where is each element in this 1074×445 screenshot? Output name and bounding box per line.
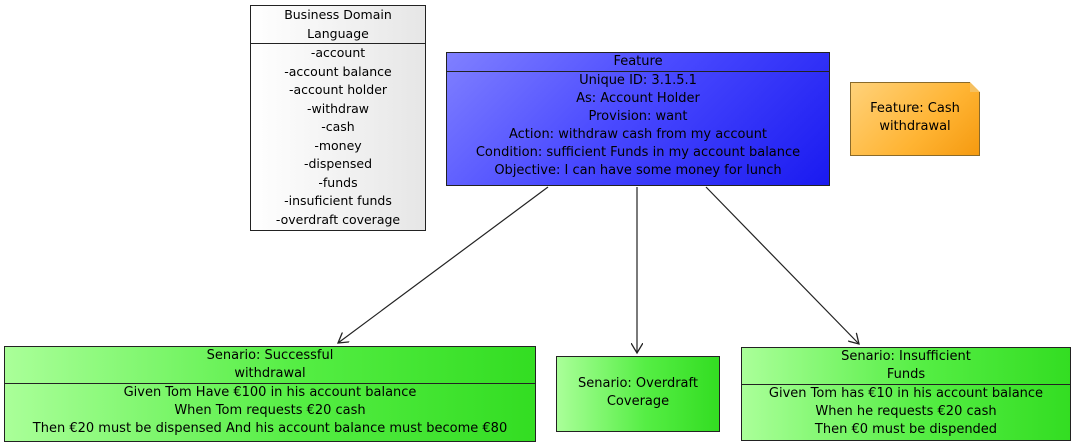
domain-language-box: Business Domain Language -account -accou…: [250, 5, 426, 231]
scenario-insufficient-step: Then €0 must be dispended: [814, 422, 998, 437]
scenario-successful-step: When Tom requests €20 cash: [174, 403, 366, 418]
feature-divider: [447, 71, 829, 72]
domain-term: -account balance: [284, 63, 392, 79]
scenario-overdraft-line: Coverage: [606, 394, 670, 409]
feature-line: Unique ID: 3.1.5.1: [579, 73, 697, 88]
scenario-successful-title-1: Senario: Successful: [206, 348, 334, 363]
domain-language-title-2: Language: [307, 25, 369, 41]
domain-term: -insuficient funds: [284, 193, 392, 208]
domain-term: -cash: [321, 119, 355, 134]
scenario-insufficient-divider: [742, 384, 1070, 385]
note-line: withdrawal: [879, 119, 951, 134]
domain-term: -account holder: [288, 82, 388, 97]
feature-line: Action: withdraw cash from my account: [508, 127, 768, 142]
scenario-insufficient-title-2: Funds: [886, 367, 926, 382]
scenario-successful-divider: [5, 383, 535, 384]
domain-term: -account: [310, 45, 366, 60]
domain-language-title-1: Business Domain: [284, 7, 392, 22]
scenario-insufficient-step: When he requests €20 cash: [815, 404, 997, 419]
edge-feature-to-successful: [338, 186, 549, 343]
feature-title: Feature: [613, 54, 663, 69]
domain-term: -money: [314, 137, 362, 153]
domain-term: -funds: [318, 174, 358, 190]
scenario-successful-title-2: withdrawal: [234, 366, 306, 381]
domain-term: -overdraft coverage: [275, 211, 401, 227]
domain-term: -withdraw: [307, 100, 369, 116]
scenario-insufficient-title-1: Senario: Insufficient: [841, 349, 971, 364]
feature-line: As: Account Holder: [576, 91, 700, 106]
scenario-insufficient-box: Senario: Insufficient Funds Given Tom ha…: [741, 347, 1071, 441]
note-line: Feature: Cash: [870, 101, 960, 116]
scenario-overdraft-line: Senario: Overdraft: [578, 376, 698, 391]
note-folded-corner: [970, 82, 980, 92]
feature-line: Objective: I can have some money for lun…: [494, 163, 782, 178]
domain-term: -dispensed: [303, 156, 373, 171]
feature-line: Condition: sufficient Funds in my accoun…: [475, 145, 801, 160]
edge-feature-to-insufficient: [705, 186, 859, 344]
scenario-insufficient-step: Given Tom has €10 in his account balance: [768, 386, 1044, 401]
feature-note: Feature: Cash withdrawal: [850, 82, 980, 156]
feature-box: Feature Unique ID: 3.1.5.1 As: Account H…: [446, 52, 830, 186]
scenario-successful-box: Senario: Successful withdrawal Given Tom…: [4, 346, 536, 442]
scenario-successful-step: Then €20 must be dispensed And his accou…: [32, 421, 508, 436]
scenario-successful-step: Given Tom Have €100 in his account balan…: [123, 385, 417, 400]
feature-line: Provision: want: [588, 109, 688, 124]
scenario-overdraft-box: Senario: Overdraft Coverage: [556, 356, 720, 432]
domain-language-divider: [251, 43, 425, 44]
